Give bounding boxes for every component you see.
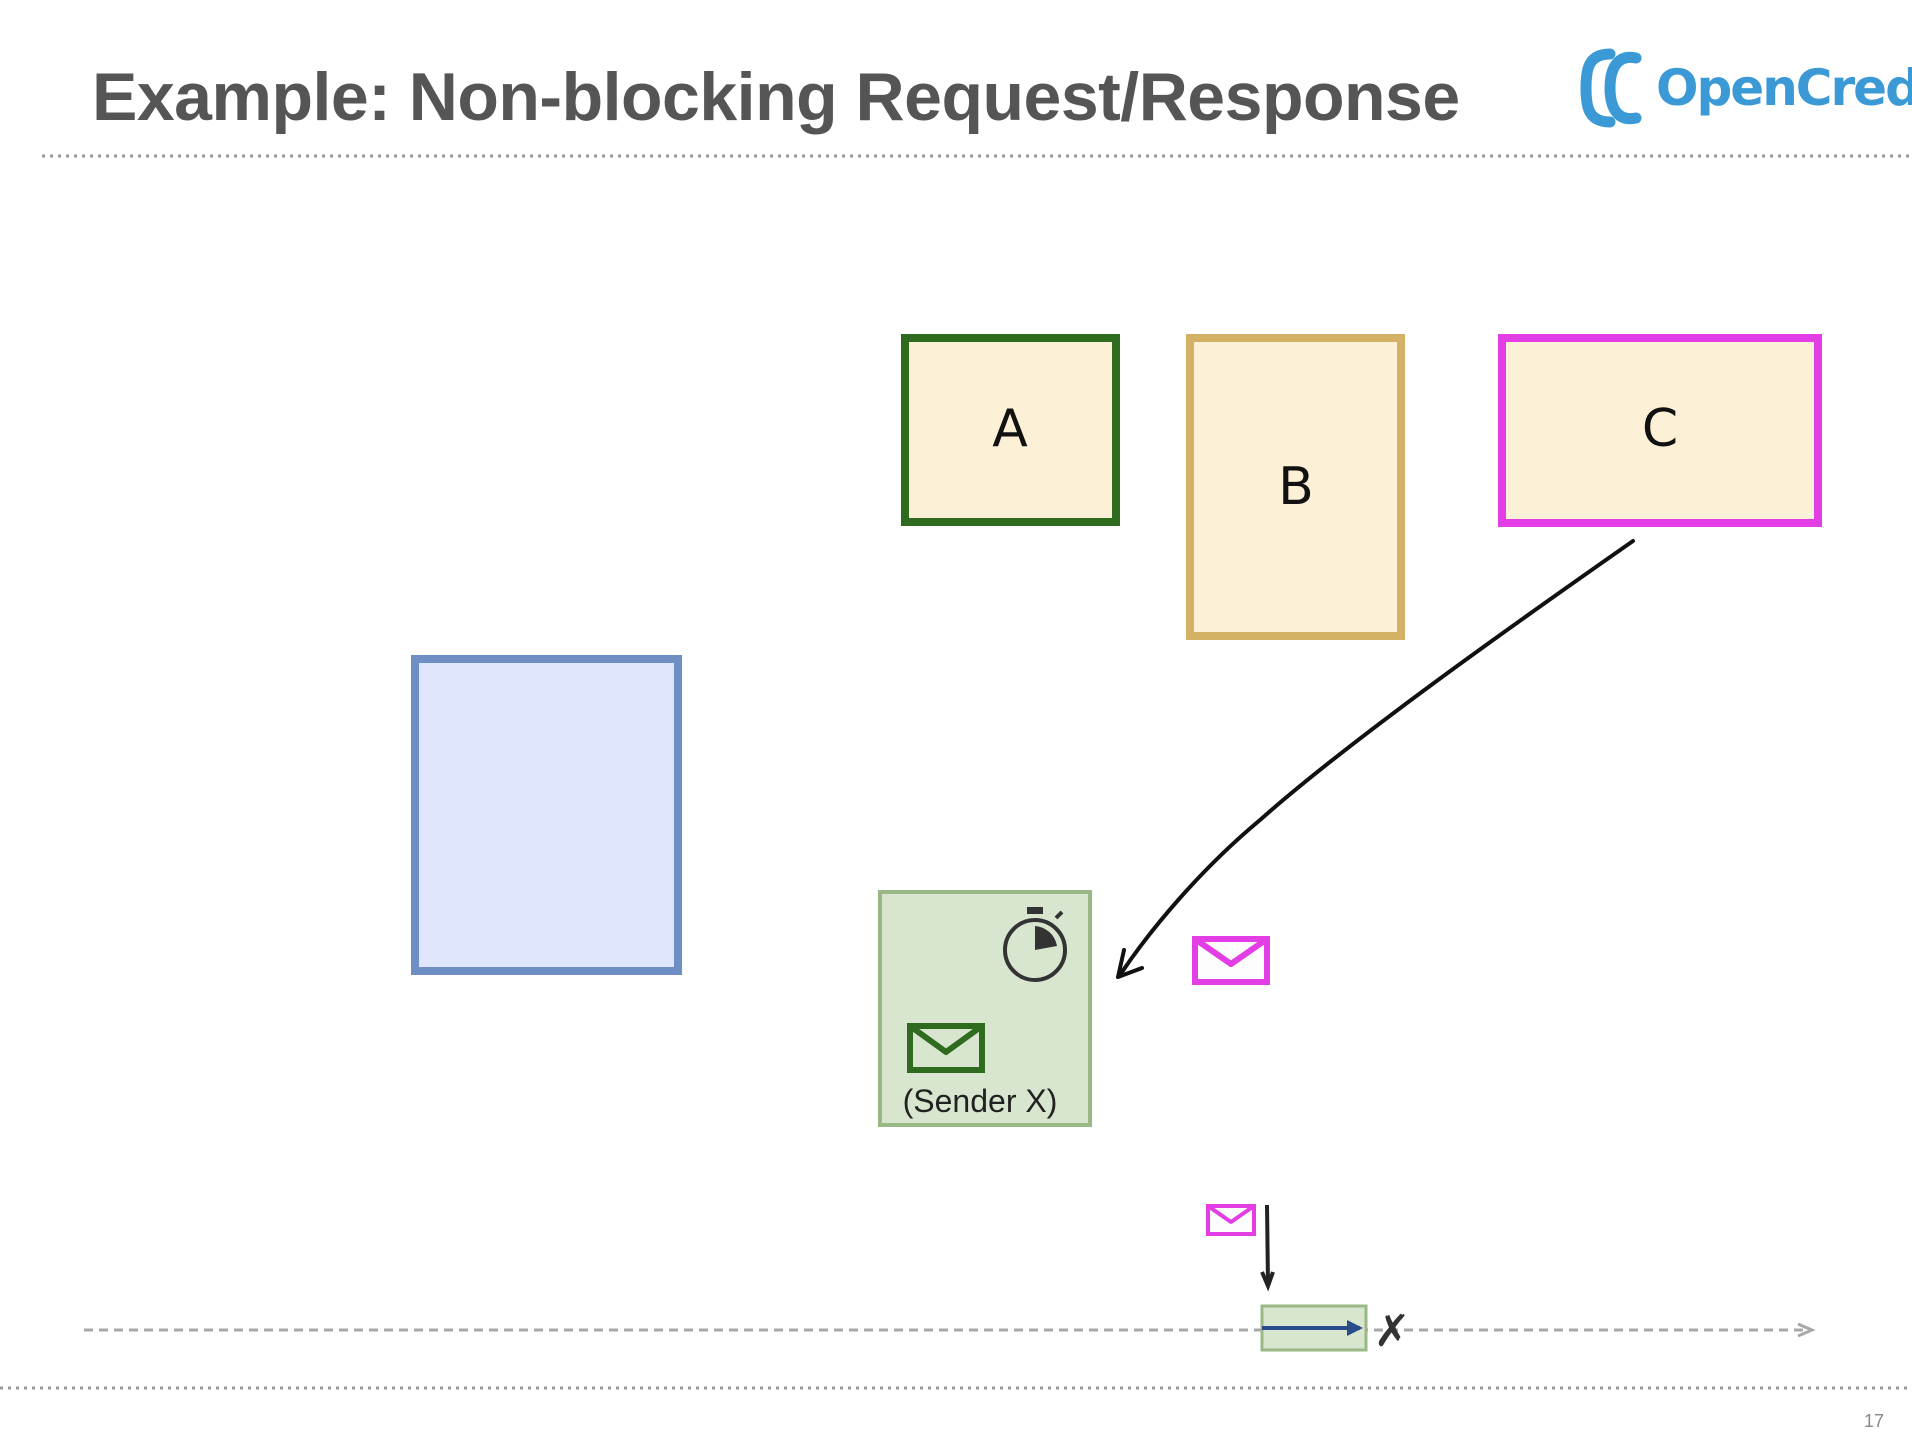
envelope-icon bbox=[907, 1023, 985, 1073]
logo-text: OpenCredo bbox=[1656, 59, 1912, 117]
sender-label: (Sender X) bbox=[903, 1083, 1058, 1119]
message-envelope-icon bbox=[1192, 936, 1270, 985]
stopwatch-icon bbox=[1003, 907, 1067, 982]
timeline-envelope-icon bbox=[1206, 1204, 1256, 1236]
slide-title: Example: Non-blocking Request/Response bbox=[92, 59, 1460, 135]
box-c-label: C bbox=[1642, 399, 1678, 459]
opencredo-logo: OpenCredo bbox=[1580, 48, 1912, 128]
box-c: C bbox=[1498, 334, 1822, 527]
box-a-label: A bbox=[992, 399, 1028, 459]
down-arrow bbox=[1260, 1204, 1275, 1292]
logo-mark-icon bbox=[1580, 48, 1642, 128]
box-b-label: B bbox=[1278, 457, 1314, 517]
slide-number: 17 bbox=[1863, 1411, 1884, 1431]
blank-box bbox=[411, 655, 682, 975]
timeline: ✗ bbox=[84, 1304, 1816, 1357]
box-a: A bbox=[901, 334, 1120, 526]
request-arrow bbox=[1116, 539, 1635, 979]
actor-box: (Sender X) bbox=[878, 890, 1092, 1127]
box-b: B bbox=[1186, 334, 1405, 640]
timeline-end-mark: ✗ bbox=[1374, 1306, 1411, 1357]
